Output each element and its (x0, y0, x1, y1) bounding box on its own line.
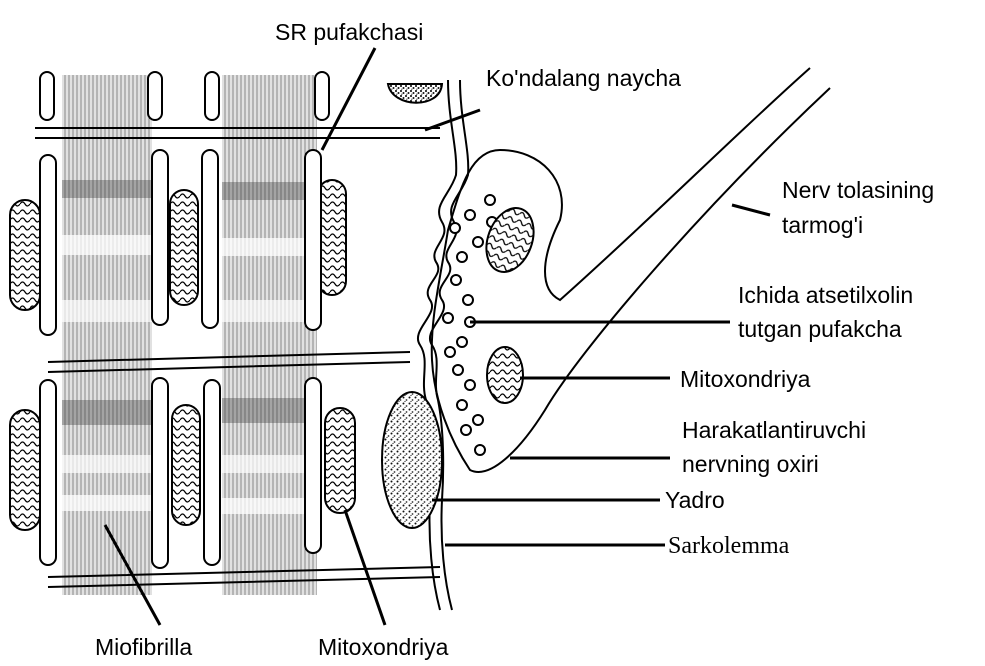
nerve-fiber-branch (432, 68, 830, 472)
nucleus-top-partial (388, 84, 442, 103)
leader-nerve-branch (732, 205, 770, 215)
label-nerve-branch-line1: Nerv tolasining (782, 177, 934, 203)
myofibril-column-right (222, 75, 317, 595)
label-motor-end-line1: Harakatlantiruvchi (682, 417, 866, 443)
label-sarcolemma: Sarkolemma (668, 533, 790, 559)
label-nerve-branch-line2: tarmog'i (782, 212, 863, 238)
label-mito-right: Mitoxondriya (680, 366, 811, 392)
label-mito-bottom: Mitoxondriya (318, 634, 449, 660)
label-ach-vesicle-line1: Ichida atsetilxolin (738, 282, 913, 308)
leader-mito-bottom (345, 510, 385, 625)
sarcolemma-membrane (418, 80, 456, 610)
label-t-tubule: Ko'ndalang naycha (486, 65, 681, 91)
nucleus (382, 392, 442, 528)
label-nucleus: Yadro (665, 487, 725, 513)
mitochondrion-nerve-top (478, 201, 542, 278)
label-sr-vesicle: SR pufakchasi (275, 19, 423, 45)
label-motor-end-line2: nervning oxiri (682, 451, 819, 477)
label-myofibril: Miofibrilla (95, 634, 192, 660)
mitochondrion-nerve-bottom (487, 347, 523, 403)
label-ach-vesicle-line2: tutgan pufakcha (738, 316, 902, 342)
myofibril-column-left (62, 75, 152, 595)
